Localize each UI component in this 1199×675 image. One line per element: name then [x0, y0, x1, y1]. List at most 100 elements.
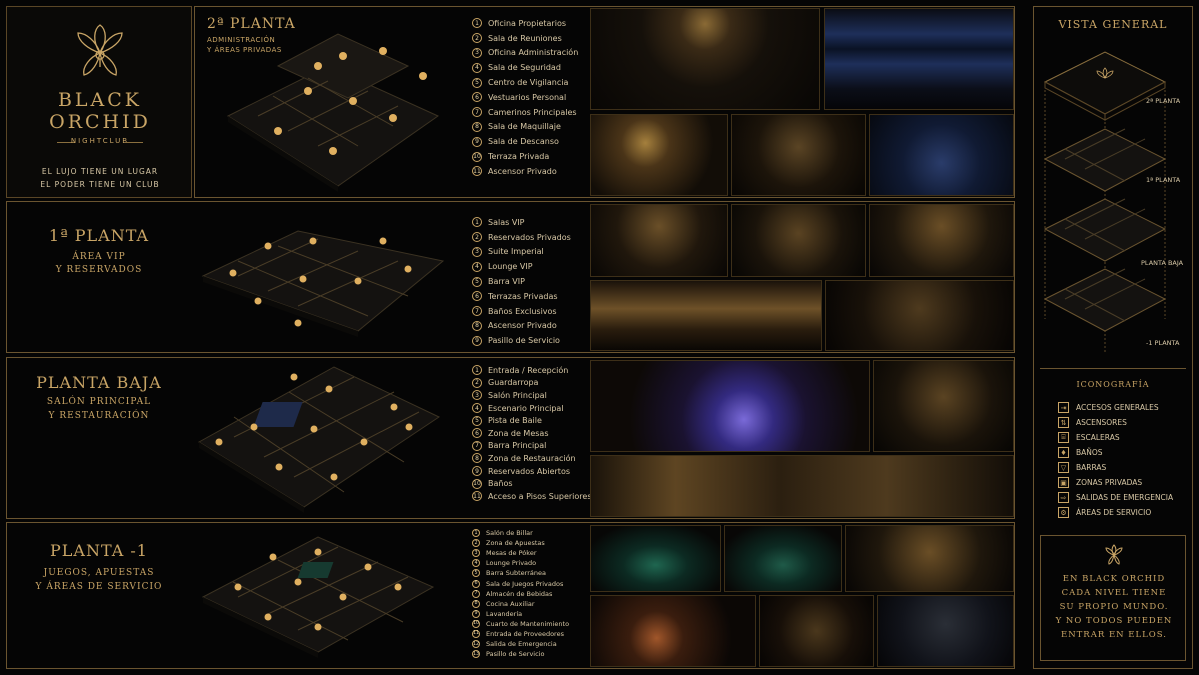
brand-divider-right [125, 142, 143, 143]
legend-item-label: Pasillo de Servicio [488, 336, 560, 346]
legend-item-label: Salón de Billar [486, 529, 533, 538]
overview-level-1: 1ª PLANTA [1146, 176, 1181, 184]
floorm1-subtitle2: Y ÁREAS DE SERVICIO [35, 582, 163, 592]
iconography-title: ICONOGRAFÍA [1076, 380, 1150, 389]
brand-tagline1: EL LUJO TIENE UN LUGAR [41, 167, 159, 176]
legend-number-badge: 11 [472, 629, 480, 638]
floor1-plan-render [201, 230, 445, 337]
iconography-item: ▽BARRAS [1058, 460, 1173, 475]
photo-rest-room [731, 114, 866, 196]
photo-private-booth [731, 204, 866, 277]
legend-item-label: Barra Subterránea [486, 569, 546, 578]
iconography-item: ♦BAÑOS [1058, 445, 1173, 460]
service-icon: ⚙ [1058, 507, 1069, 518]
photo-vip-bar [590, 280, 822, 351]
photo-main-hall-stage [590, 360, 870, 452]
elevator-icon: ⇅ [1058, 417, 1069, 428]
photo-surveillance-center [824, 8, 1014, 110]
legend-number-badge: 4 [472, 261, 482, 272]
lock-icon: ▣ [1058, 477, 1069, 488]
legend-number-badge: 4 [472, 559, 480, 568]
right-panel-frame [1033, 6, 1193, 669]
legend-item: 7 Baños Exclusivos [472, 304, 571, 319]
legend-item: 1 Oficina Propietarios [472, 16, 578, 31]
legend-number-badge: 7 [472, 107, 482, 118]
photo-underground-bar [845, 525, 1014, 592]
brand-panel: BLACK ORCHID NIGHTCLUB EL LUJO TIENE UN … [6, 6, 192, 198]
legend-number-badge: 7 [472, 589, 480, 598]
legend-item-label: Sala de Seguridad [488, 63, 561, 73]
legend-number-badge: 8 [472, 121, 482, 132]
legend-item-label: Lavandería [486, 609, 523, 618]
quote-line-3: SU PROPIO MUNDO. [1059, 602, 1169, 612]
quote-line-1: EN BLACK ORCHID [1062, 574, 1166, 584]
photo-billiards [590, 525, 721, 592]
legend-item-label: Camerinos Principales [488, 107, 577, 117]
legend-number-badge: 13 [472, 650, 480, 659]
legend-item: 1 Salas VIP [472, 215, 571, 230]
floor0-subtitle1: SALÓN PRINCIPAL [46, 397, 152, 407]
iconography-label: ZONAS PRIVADAS [1076, 478, 1143, 487]
legend-item-label: Escenario Principal [488, 403, 564, 413]
floor1-subtitle1: ÁREA VIP [72, 252, 126, 262]
floorm1-subtitle1: JUEGOS, APUESTAS [43, 568, 155, 578]
legend-item-label: Entrada / Recepción [488, 365, 569, 375]
legend-number-badge: 9 [472, 136, 482, 147]
legend-number-badge: 4 [472, 403, 482, 414]
photo-main-bar [590, 455, 1014, 517]
floor0-plan-render [198, 366, 441, 513]
floor1-title: 1ª PLANTA [48, 226, 150, 245]
legend-item-label: Vestuarios Personal [488, 92, 567, 102]
iconography-item: ⚙ÁREAS DE SERVICIO [1058, 505, 1173, 520]
floor0-title: PLANTA BAJA [36, 373, 162, 392]
legend-number-badge: 3 [472, 47, 482, 58]
iconography-label: BARRAS [1076, 463, 1107, 472]
legend-item-label: Zona de Apuestas [486, 539, 545, 548]
legend-item: 9 Sala de Descanso [472, 134, 578, 149]
iconography-item: ⇅ASCENSORES [1058, 415, 1173, 430]
legend-item-label: Baños Exclusivos [488, 306, 557, 316]
legend-number-badge: 3 [472, 390, 482, 401]
legend-item: 5 Barra Subterránea [472, 568, 569, 578]
floor2-title: 2ª PLANTA [207, 16, 296, 32]
legend-number-badge: 7 [472, 306, 482, 317]
legend-item-label: Sala de Descanso [488, 137, 559, 147]
quote-line-5: ENTRAR EN ELLOS. [1061, 630, 1167, 640]
legend-item-label: Ascensor Privado [488, 166, 557, 176]
legend-item-label: Oficina Propietarios [488, 18, 566, 28]
legend-number-badge: 1 [472, 18, 482, 29]
legend-number-badge: 1 [472, 217, 482, 228]
brand-tagline2: EL PODER TIENE UN CLUB [40, 180, 160, 189]
photo-service-corridor [877, 595, 1014, 667]
legend-number-badge: 11 [472, 491, 482, 502]
legend-item-label: Sala de Maquillaje [488, 122, 561, 132]
quote-line-2: CADA NIVEL TIENE [1061, 588, 1167, 598]
legend-number-badge: 5 [472, 569, 480, 578]
legend-number-badge: 1 [472, 529, 480, 538]
legend-number-badge: 1 [472, 365, 482, 376]
floor1-subtitle2: Y RESERVADOS [55, 265, 143, 275]
floorm1-title: PLANTA -1 [50, 541, 148, 560]
legend-item: 7 Camerinos Principales [472, 105, 578, 120]
legend-item-label: Salas VIP [488, 217, 525, 227]
brand-name-line1: BLACK [57, 89, 143, 111]
